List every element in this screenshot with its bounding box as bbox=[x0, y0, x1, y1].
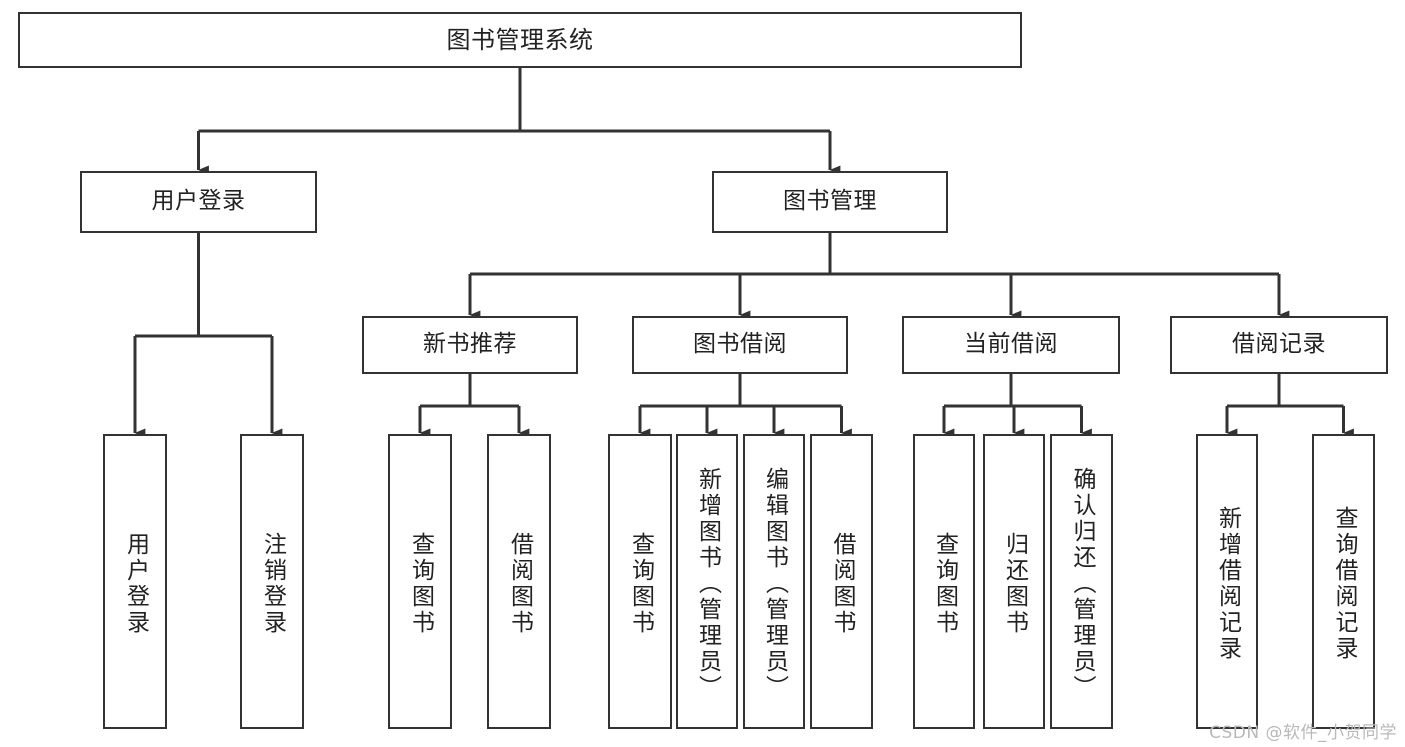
node-leaf-query-book-borrow-label: 查询图书 bbox=[627, 531, 654, 636]
node-current-borrow-label: 当前借阅 bbox=[964, 331, 1058, 358]
node-leaf-query-book-rec-label: 查询图书 bbox=[407, 531, 434, 636]
node-leaf-add-book[interactable]: 新增图书（管理员） bbox=[676, 434, 738, 729]
node-book-management[interactable]: 图书管理 bbox=[712, 171, 948, 233]
node-leaf-add-book-label: 新增图书（管理员） bbox=[694, 466, 721, 701]
node-book-management-label: 图书管理 bbox=[783, 188, 877, 215]
node-leaf-add-record[interactable]: 新增借阅记录 bbox=[1196, 434, 1258, 729]
node-root-图书管理系统[interactable]: 图书管理系统 bbox=[18, 12, 1022, 68]
node-leaf-logout[interactable]: 注销登录 bbox=[240, 434, 304, 729]
node-leaf-user-login[interactable]: 用户登录 bbox=[103, 434, 167, 729]
node-borrow-record[interactable]: 借阅记录 bbox=[1170, 316, 1388, 374]
node-leaf-user-login-label: 用户登录 bbox=[122, 531, 149, 636]
node-root-图书管理系统-label: 图书管理系统 bbox=[446, 25, 594, 54]
node-leaf-query-record[interactable]: 查询借阅记录 bbox=[1312, 434, 1375, 729]
node-leaf-borrow-book[interactable]: 借阅图书 bbox=[810, 434, 873, 729]
node-leaf-borrow-book-label: 借阅图书 bbox=[829, 531, 855, 636]
node-leaf-query-record-label: 查询借阅记录 bbox=[1331, 505, 1357, 662]
node-book-borrow[interactable]: 图书借阅 bbox=[632, 316, 848, 374]
node-leaf-logout-label: 注销登录 bbox=[259, 531, 286, 636]
node-leaf-confirm-return[interactable]: 确认归还（管理员） bbox=[1050, 434, 1113, 729]
node-new-book-recommend[interactable]: 新书推荐 bbox=[362, 316, 578, 374]
node-leaf-return-book[interactable]: 归还图书 bbox=[983, 434, 1045, 729]
node-user-login-label: 用户登录 bbox=[151, 188, 246, 215]
node-current-borrow[interactable]: 当前借阅 bbox=[902, 316, 1120, 374]
node-leaf-return-book-label: 归还图书 bbox=[1001, 531, 1028, 636]
node-leaf-add-record-label: 新增借阅记录 bbox=[1214, 505, 1241, 662]
node-leaf-borrow-book-rec-label: 借阅图书 bbox=[506, 531, 533, 636]
node-book-borrow-label: 图书借阅 bbox=[693, 331, 787, 358]
connector-group bbox=[133, 68, 1354, 438]
node-leaf-query-book-current[interactable]: 查询图书 bbox=[913, 434, 975, 729]
node-leaf-query-book-borrow[interactable]: 查询图书 bbox=[608, 434, 672, 729]
node-leaf-edit-book-label: 编辑图书（管理员） bbox=[761, 466, 788, 701]
node-leaf-confirm-return-label: 确认归还（管理员） bbox=[1069, 466, 1095, 701]
node-leaf-query-book-current-label: 查询图书 bbox=[931, 531, 958, 636]
node-leaf-edit-book[interactable]: 编辑图书（管理员） bbox=[743, 434, 805, 729]
node-new-book-recommend-label: 新书推荐 bbox=[423, 331, 517, 358]
node-leaf-borrow-book-rec[interactable]: 借阅图书 bbox=[487, 434, 551, 729]
node-user-login[interactable]: 用户登录 bbox=[80, 171, 317, 233]
node-leaf-query-book-rec[interactable]: 查询图书 bbox=[388, 434, 452, 729]
node-borrow-record-label: 借阅记录 bbox=[1232, 331, 1326, 358]
